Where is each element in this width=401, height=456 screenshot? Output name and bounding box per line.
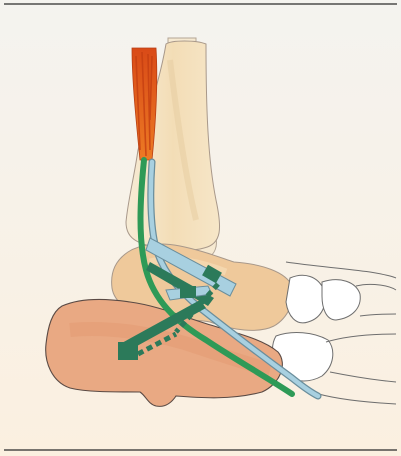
navicular-bone [286, 275, 325, 323]
